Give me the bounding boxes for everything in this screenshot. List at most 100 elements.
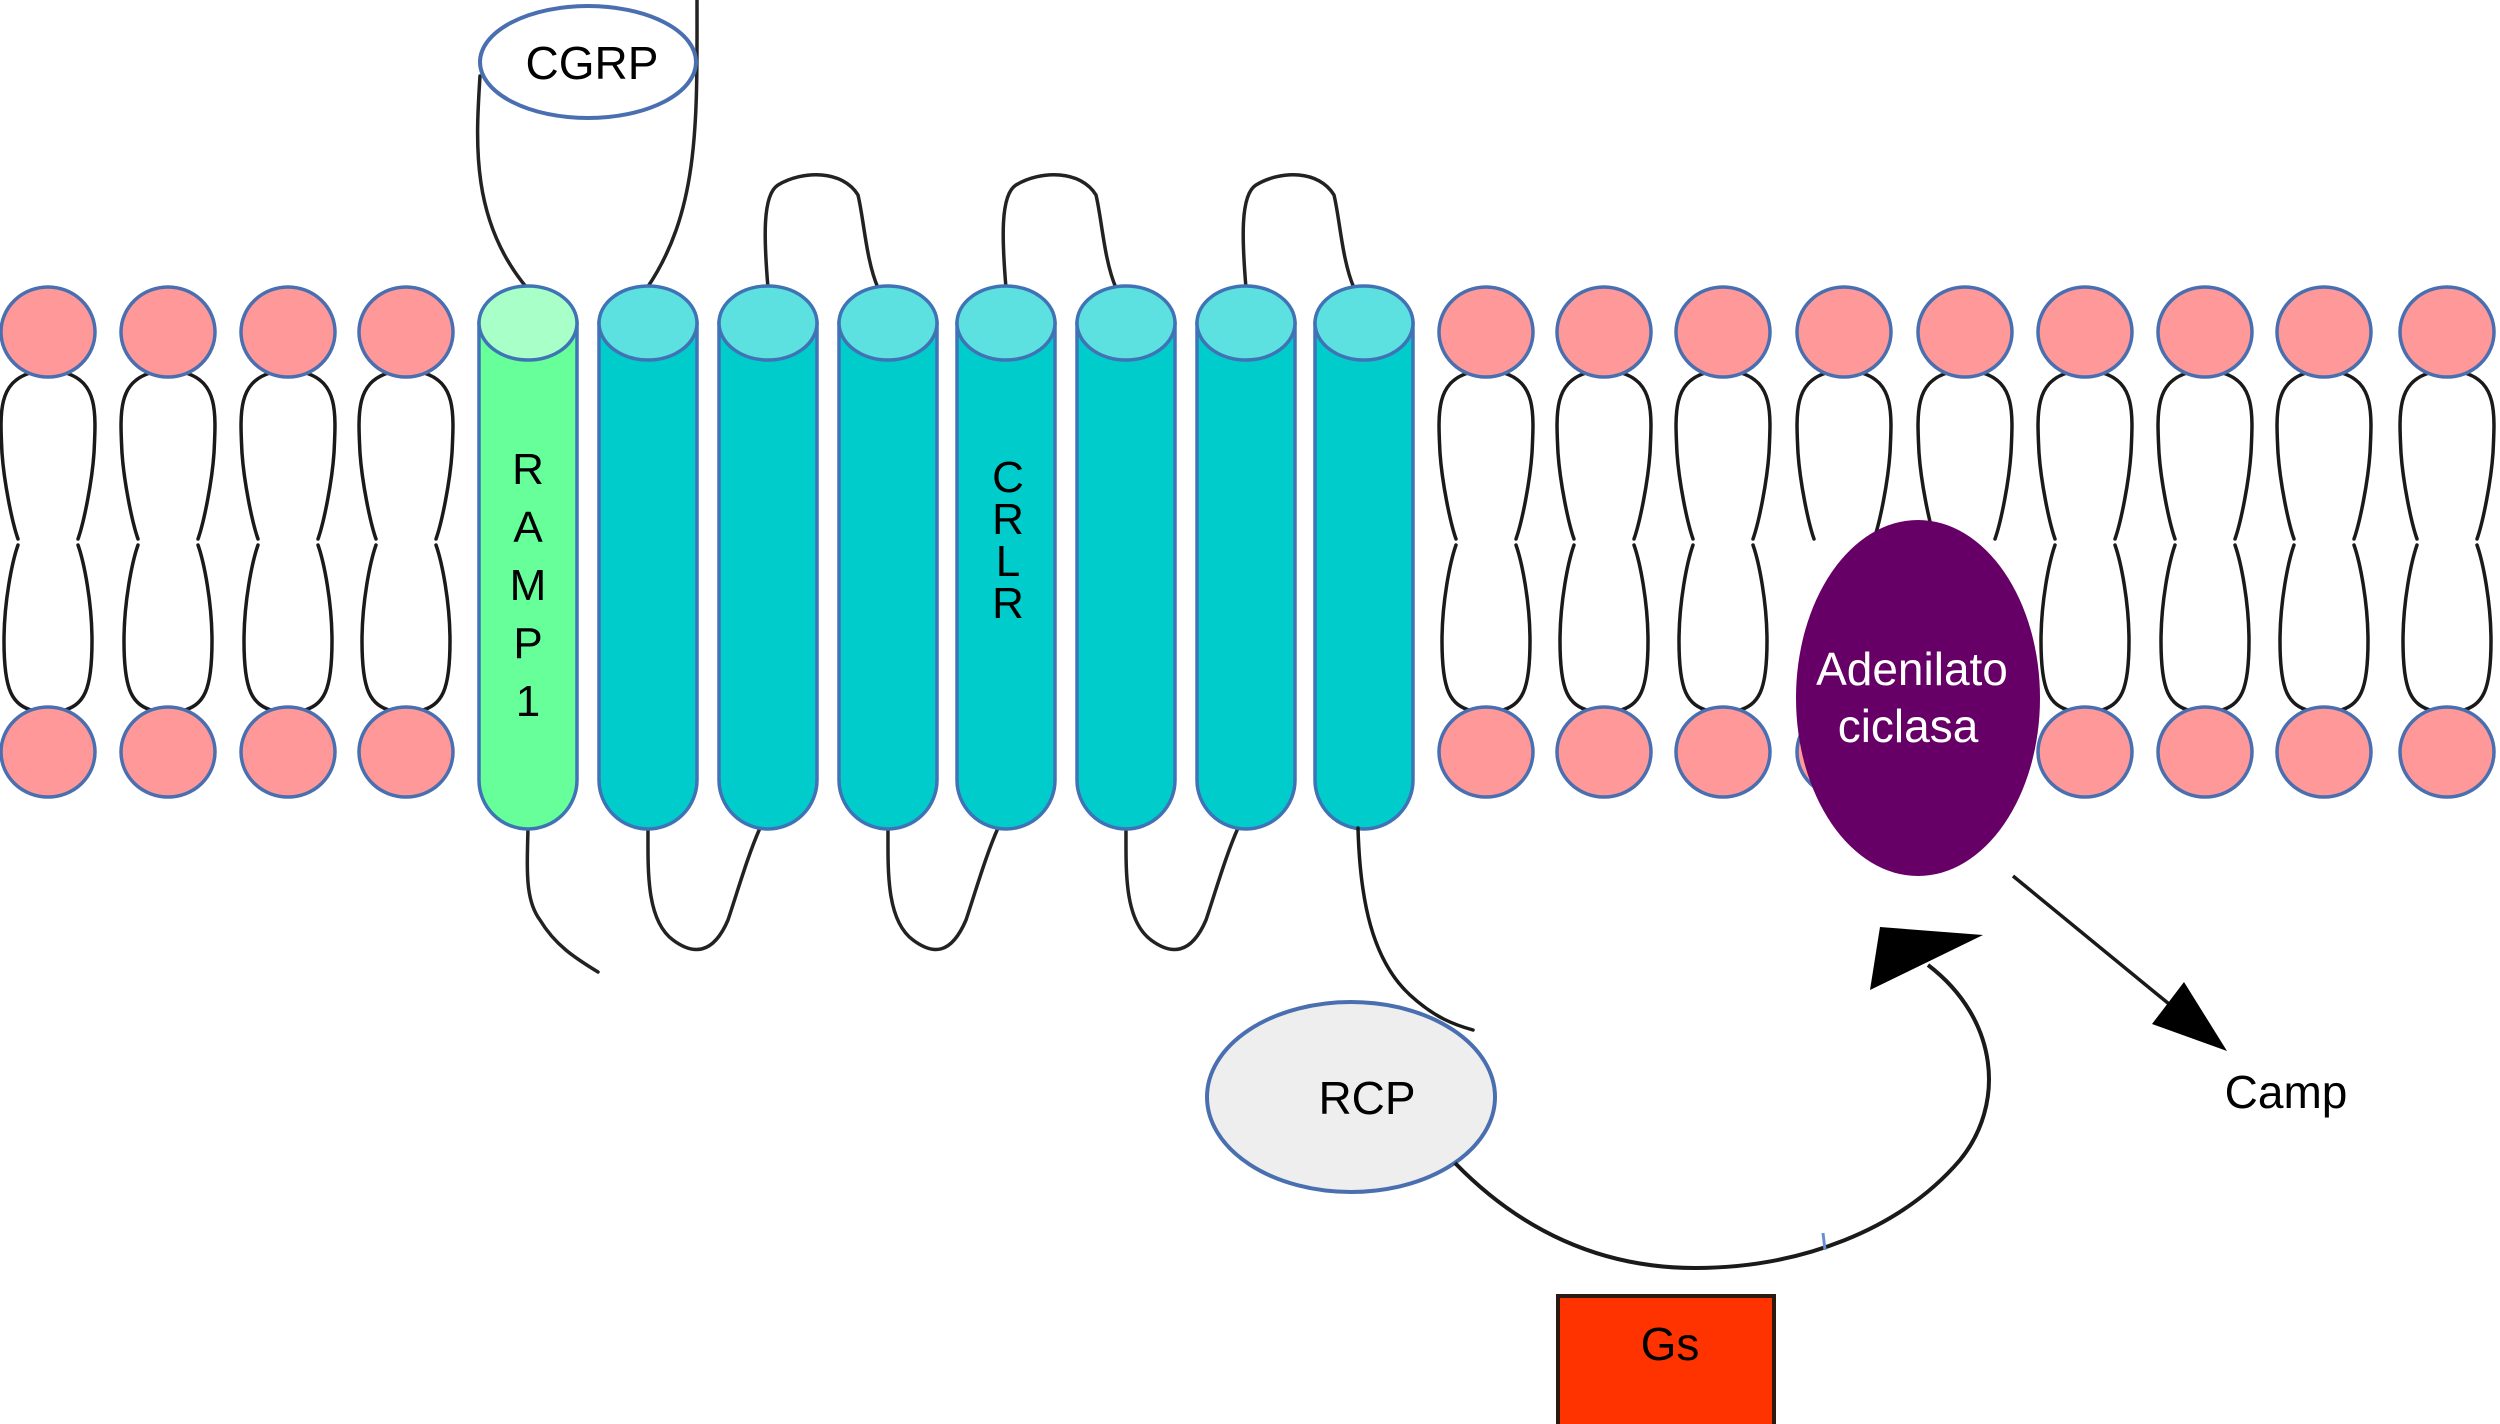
lipid-head-outer [2398,285,2496,379]
phospholipid [2275,285,2373,799]
lipid-tail [2459,543,2493,713]
lipid-head-outer [2036,285,2134,379]
lipid-head-outer [1916,285,2014,379]
phospholipid [0,285,97,799]
lipid-head-inner [239,705,337,799]
lipid-tail [2398,371,2431,541]
crlr-helix [955,284,1057,831]
lipid-head-outer [2156,285,2254,379]
helix-cap [837,284,939,362]
helix-body [1313,321,1415,831]
lipid-tail [2039,543,2073,713]
phospholipid [1916,285,2014,541]
crlr-label-letter: R [992,495,1024,544]
c-terminal-tail [1356,826,1475,1032]
adenylate-cyclase: Adenilato ciclasa [1796,520,2040,876]
cgrp-ligand: CGRP [478,4,698,120]
lipid-tail [2097,543,2131,713]
lipid-tail [0,371,32,541]
lipid-tail [1555,371,1588,541]
lipid-head-inner [2036,705,2134,799]
crlr-helix [1195,284,1297,831]
lipid-head-outer [119,285,217,379]
ramp1-label-letter: A [513,503,543,552]
crlr-extracellular-strand [645,0,699,290]
crlr-helix [837,284,939,831]
phospholipid [239,285,337,799]
lipid-tail [2217,543,2251,713]
lipid-tail [64,371,97,541]
lipid-head-outer [1555,285,1653,379]
camp-arrowhead [2152,982,2227,1051]
lipid-tail [1981,371,2014,541]
lipid-tail [1674,371,1707,541]
helix-cap [477,284,579,362]
lipid-head-inner [1674,705,1772,799]
crlr-helix [1313,284,1415,831]
lipid-tail [119,371,152,541]
lipid-tail [422,371,455,541]
lipid-head-inner [357,705,455,799]
crlr-label-letter: R [992,579,1024,628]
lipid-tail [1860,371,1893,541]
lipid-tail [300,543,334,713]
rcp-ellipse [1205,1000,1497,1194]
camp-arrow-line [2011,874,2182,1015]
phospholipid [1674,285,1772,799]
intracellular-loop [886,826,1000,952]
helix-cap [955,284,1057,362]
lipid-head-outer [1795,285,1893,379]
crlr-helix [597,284,699,831]
helix-cap [1313,284,1415,362]
helix-body [597,321,699,831]
lipid-tail [60,543,94,713]
curve-tick-mark [1821,1232,1827,1251]
helix-cap [1195,284,1297,362]
lipid-tail [2159,543,2193,713]
lipid-tail [180,543,214,713]
helix-body [1075,321,1177,831]
lipid-head-outer [2275,285,2373,379]
crlr-helix [717,284,819,831]
lipid-tail [1916,371,1949,541]
lipid-tail [2336,543,2370,713]
activation-curve [1453,963,1991,1271]
lipid-tail [1437,371,1470,541]
camp-label: Camp [2225,1066,2348,1118]
lipid-tail [2401,543,2435,713]
lipid-tail [304,371,337,541]
lipid-tail [1795,371,1828,541]
lipid-tail [2101,371,2134,541]
helix-cap [1075,284,1177,362]
lipid-tail [1616,543,1650,713]
intracellular-loop [1124,826,1240,952]
cgrp-ellipse [478,4,698,120]
crlr-label-letter: L [996,537,1020,586]
lipid-tail [1620,371,1653,541]
receptor-loops [475,0,1356,974]
ramp1-label-letter: M [510,561,547,610]
helix-body [1195,321,1297,831]
rcp-label: RCP [1318,1072,1415,1124]
lipid-bilayer [0,285,2496,799]
ramp1-helix [477,284,579,831]
rcp-protein: RCP [1205,1000,1497,1194]
lipid-tail [2156,371,2189,541]
ramp1-label-letter: 1 [516,677,540,726]
phospholipid [2156,285,2254,799]
extracellular-loop [763,173,880,290]
adenylate-cyclase-label-line1: Adenilato [1816,643,2008,695]
gs-box [1556,1294,1776,1424]
cgrp-label: CGRP [526,37,659,89]
lipid-tail [360,543,394,713]
lipid-tail [1739,371,1772,541]
lipid-head-outer [239,285,337,379]
crlr-label-letter: C [992,453,1024,502]
lipid-head-outer [1437,285,1535,379]
lipid-tail [1498,543,1532,713]
lipid-head-outer [0,285,97,379]
lipid-tail [2221,371,2254,541]
lipid-head-inner [119,705,217,799]
helix-cap [597,284,699,362]
